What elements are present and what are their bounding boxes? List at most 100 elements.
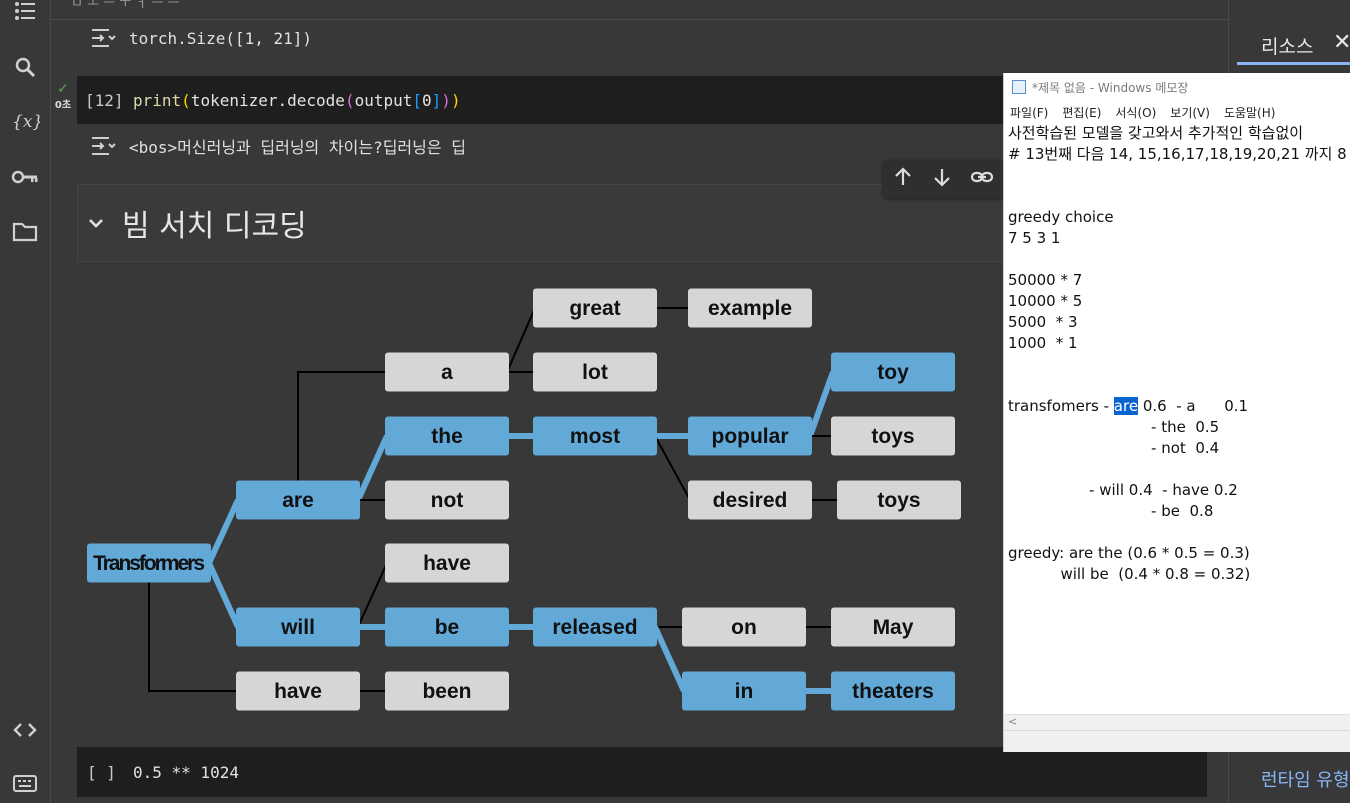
tree-edge-a-great: [506, 307, 536, 373]
tree-node-label: popular: [712, 425, 789, 448]
output-decoded-row: <bos>머신러닝과 딥러닝의 차이는?딥러닝은 딥: [77, 126, 466, 166]
search-icon[interactable]: [10, 52, 40, 82]
selected-text: are: [1113, 397, 1139, 415]
tree-node-label: the: [431, 425, 463, 448]
section-title: 빔 서치 디코딩: [122, 209, 307, 244]
tree-node-label: toys: [877, 489, 920, 512]
notepad-titlebar: *제목 없음 - Windows 메모장: [1004, 73, 1350, 101]
menu-format[interactable]: 서식(O): [1115, 105, 1157, 120]
tree-node-label: have: [274, 680, 322, 703]
move-up-arrow-icon[interactable]: [892, 166, 914, 192]
run-success-check-icon: ✓: [57, 81, 69, 97]
notepad-statusbar: [1004, 730, 1350, 752]
cell-code[interactable]: print(tokenizer.decode(output[0])): [133, 90, 461, 110]
link-icon[interactable]: [970, 166, 994, 192]
tree-edge-released-in: [652, 625, 687, 693]
notepad-text-area[interactable]: 사전학습된 모델을 갖고와서 추가적인 학습없이# 13번째 다음 14, 15…: [1008, 124, 1347, 583]
scroll-left-arrow-icon[interactable]: <: [1008, 715, 1018, 728]
output-decoded-text: <bos>머신러닝과 딥러닝의 차이는?딥러닝은 딥: [129, 138, 466, 157]
tree-node-lot: lot: [533, 352, 657, 392]
files-folder-icon[interactable]: [10, 216, 40, 246]
tree-node-transformers: Transformers: [87, 543, 211, 583]
cell-code[interactable]: 0.5 ** 1024: [133, 762, 239, 782]
tree-edge-popular-toy: [807, 370, 836, 438]
tree-node-label: Transformers: [93, 552, 205, 575]
tree-node-label: most: [570, 425, 620, 448]
tab-resources-label: 리소스: [1261, 36, 1314, 58]
tree-node-popular: popular: [688, 416, 812, 456]
tree-node-label: released: [552, 616, 637, 639]
tree-node-toys1: toys: [831, 416, 955, 456]
tree-edge-are-a: [297, 371, 385, 481]
tree-node-label: been: [422, 680, 471, 703]
tree-node-great: great: [533, 288, 657, 328]
tree-node-label: example: [708, 297, 792, 320]
cell-prompt: [ ]: [87, 762, 116, 782]
tab-resources[interactable]: 리소스 ✕: [1237, 20, 1350, 66]
menu-help[interactable]: 도움말(H): [1223, 105, 1276, 120]
beam-search-tree-diagram: Transformersarewillhaveathenothavebebeen…: [87, 288, 961, 711]
chevron-down-icon[interactable]: [84, 211, 108, 239]
tree-node-label: great: [569, 297, 620, 320]
output-toggle-icon[interactable]: [77, 27, 129, 49]
truncated-header-text: ㅁ ㅗ ㅡ ㅜ ㅓ ㅡ ㅡ: [51, 0, 1228, 20]
tree-node-been: been: [385, 671, 509, 711]
tree-node-label: on: [731, 616, 757, 639]
tree-node-label: have: [423, 552, 471, 575]
notepad-app-icon: [1012, 80, 1026, 94]
notepad-menubar: 파일(F) 편집(E) 서식(O) 보기(V) 도움말(H): [1004, 101, 1350, 123]
horizontal-scrollbar[interactable]: <: [1004, 714, 1350, 730]
code-snippets-icon[interactable]: [10, 715, 40, 745]
tree-edge-transformers-will: [206, 561, 241, 629]
variables-icon[interactable]: {x}: [10, 106, 40, 136]
menu-view[interactable]: 보기(V): [1170, 105, 1210, 120]
output-size-text: torch.Size([1, 21]): [129, 28, 313, 48]
run-status: ✓ 0초: [51, 82, 75, 111]
code-cell-empty-run[interactable]: [ ] 0.5 ** 1024: [77, 747, 1207, 797]
tree-node-label: in: [735, 680, 754, 703]
tree-node-be: be: [385, 607, 509, 647]
tree-node-label: are: [282, 489, 314, 512]
cell-toolbar: [883, 160, 1003, 198]
tree-node-label: will: [280, 616, 315, 639]
tree-node-theaters: theaters: [831, 671, 955, 711]
run-time: 0초: [54, 100, 72, 111]
notepad-window: *제목 없음 - Windows 메모장 파일(F) 편집(E) 서식(O) 보…: [1003, 73, 1350, 752]
tree-node-released: released: [533, 607, 657, 647]
tree-node-label: theaters: [852, 680, 934, 703]
tree-node-will: will: [236, 607, 360, 647]
notepad-title: *제목 없음 - Windows 메모장: [1032, 80, 1189, 95]
output-size-row: torch.Size([1, 21]): [77, 18, 312, 58]
output-toggle-icon[interactable]: [77, 135, 129, 157]
menu-edit[interactable]: 편집(E): [1062, 105, 1102, 120]
runtime-type-link[interactable]: 런타임 유형: [1261, 770, 1350, 791]
close-icon[interactable]: ✕: [1333, 30, 1350, 55]
tree-edge-are-the: [355, 434, 390, 502]
tree-node-toys2: toys: [837, 480, 961, 520]
secrets-key-icon[interactable]: [10, 162, 40, 192]
tree-node-label: be: [435, 616, 460, 639]
table-of-contents-icon[interactable]: [10, 0, 40, 26]
tree-node-label: toys: [871, 425, 914, 448]
tree-node-desired: desired: [688, 480, 812, 520]
tree-node-label: desired: [713, 489, 788, 512]
svg-text:{x}: {x}: [12, 112, 40, 132]
tree-node-the: the: [385, 416, 509, 456]
move-down-arrow-icon[interactable]: [931, 166, 953, 192]
menu-file[interactable]: 파일(F): [1010, 105, 1049, 120]
terminal-keyboard-icon[interactable]: [10, 768, 40, 798]
tree-node-label: a: [441, 361, 453, 384]
tree-node-on: on: [682, 607, 806, 647]
tree-node-in: in: [682, 671, 806, 711]
tree-node-toy: toy: [831, 352, 955, 392]
active-tab-indicator: [1237, 62, 1350, 65]
tree-node-a: a: [385, 352, 509, 392]
tree-node-example: example: [688, 288, 812, 328]
tree-edge-will-have2: [357, 562, 388, 628]
cell-prompt: [12]: [85, 90, 124, 110]
tree-node-have1: have: [236, 671, 360, 711]
tree-node-are: are: [236, 480, 360, 520]
tree-node-label: lot: [582, 361, 608, 384]
tree-node-label: May: [873, 616, 914, 639]
tree-edge-transformers-are: [206, 498, 241, 565]
